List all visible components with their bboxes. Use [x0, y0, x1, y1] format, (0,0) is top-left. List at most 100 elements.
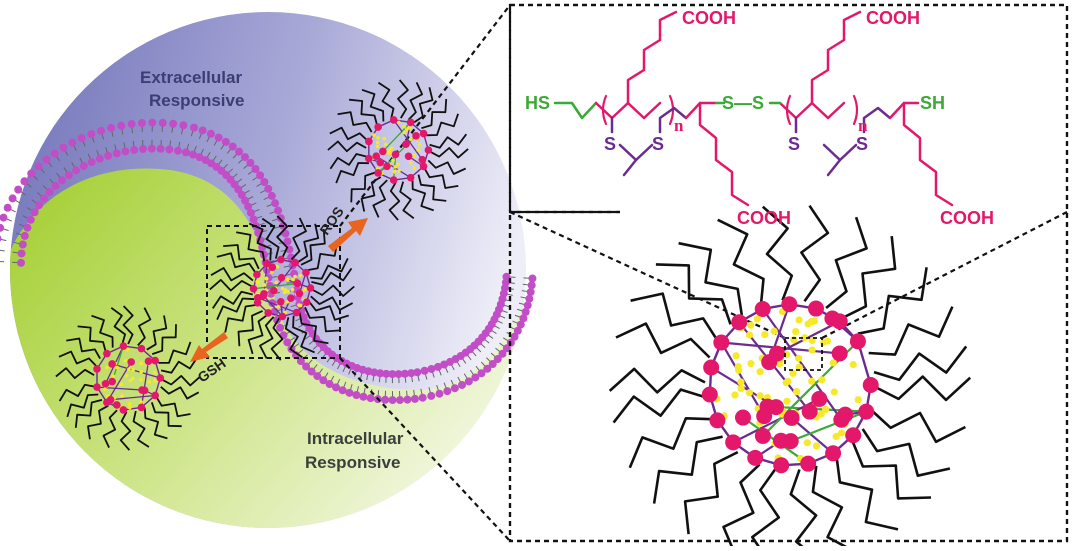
drug-dot — [731, 391, 738, 398]
carboxyl-node — [379, 148, 387, 156]
drug-dot — [382, 137, 386, 141]
drug-dot — [275, 281, 279, 285]
lipid-head — [268, 192, 276, 200]
drug-dot — [139, 370, 143, 374]
drug-dot — [115, 366, 119, 370]
lipid-head — [525, 295, 533, 303]
drug-dot — [391, 159, 395, 163]
lipid-head — [283, 338, 291, 346]
carboxyl-node — [264, 309, 272, 317]
lipid-head — [367, 394, 375, 402]
lipid-head — [241, 153, 249, 161]
carboxyl-node — [425, 146, 433, 154]
lipid-head — [20, 177, 28, 185]
lipid-head — [113, 149, 121, 157]
drug-dot — [131, 368, 135, 372]
lipid-head — [0, 214, 7, 222]
carboxyl-node — [390, 176, 398, 184]
drug-dot — [387, 149, 391, 153]
lipid-head — [222, 138, 230, 146]
carboxyl-node — [773, 457, 789, 473]
lipid-head — [0, 235, 1, 243]
carboxyl-node — [420, 163, 428, 171]
peg-chain — [630, 418, 712, 468]
peg-chain — [791, 470, 822, 547]
lipid-head — [138, 119, 146, 127]
carboxyl-node — [372, 152, 380, 160]
lipid-head — [264, 185, 272, 193]
carboxyl-node — [253, 271, 261, 279]
lipid-head — [14, 186, 22, 194]
cooh-3: COOH — [737, 208, 791, 228]
lipid-head — [235, 148, 243, 156]
carboxyl-node — [419, 156, 427, 164]
drug-dot — [131, 377, 135, 381]
lipid-head — [229, 143, 237, 151]
carboxyl-node — [392, 151, 400, 159]
carboxyl-node — [802, 404, 818, 420]
drug-dot — [402, 131, 406, 135]
drug-dot — [735, 367, 742, 374]
drug-dot — [139, 362, 143, 366]
sulfur-1: S — [604, 134, 616, 154]
drug-dot — [299, 304, 303, 308]
lipid-head — [256, 171, 264, 179]
carboxyl-node — [837, 407, 853, 423]
lipid-head — [443, 387, 451, 395]
peg-chain — [616, 324, 710, 358]
lipid-head — [97, 127, 105, 135]
drug-dot — [402, 125, 406, 129]
lipid-head — [458, 381, 466, 389]
lipid-head — [107, 124, 115, 132]
chemical-labels: COOH COOH COOH COOH HS SH S—S S S S S n … — [525, 8, 994, 228]
carboxyl-node — [278, 274, 286, 282]
sulfur-3: S — [788, 134, 800, 154]
lipid-head — [271, 199, 279, 207]
drug-dot — [293, 275, 297, 279]
lipid-head — [27, 170, 35, 178]
lipid-head — [128, 120, 136, 128]
lipid-head — [274, 207, 282, 215]
carboxyl-node — [713, 334, 729, 350]
lipid-head — [276, 324, 284, 332]
drug-dot — [372, 133, 376, 137]
carboxyl-node — [293, 309, 301, 317]
carboxyl-node — [702, 386, 718, 402]
lipid-head — [528, 281, 536, 289]
lipid-head — [148, 145, 156, 153]
drug-dot — [139, 378, 143, 382]
drug-dot — [850, 361, 857, 368]
drug-dot — [822, 406, 829, 413]
drug-dot — [793, 388, 800, 395]
drug-dot — [291, 278, 295, 282]
carboxyl-node — [755, 428, 771, 444]
carboxyl-node — [294, 280, 302, 288]
peg-chain — [724, 464, 760, 546]
lipid-head — [27, 216, 35, 224]
peg-chain — [610, 369, 705, 393]
carboxyl-node — [374, 169, 382, 177]
zoom-lines-inner — [510, 212, 1067, 338]
lipid-head — [528, 274, 536, 282]
drug-dot — [281, 287, 285, 291]
peg-chain — [826, 217, 867, 308]
drug-dot — [396, 162, 400, 166]
label-intracellular: Intracellular — [307, 429, 404, 448]
lipid-head — [148, 119, 156, 127]
carboxyl-node — [141, 387, 149, 395]
lipid-head — [21, 232, 29, 240]
carboxyl-node — [113, 401, 121, 409]
thiol-hs: HS — [525, 93, 550, 113]
drug-dot — [761, 331, 768, 338]
carboxyl-node — [279, 313, 287, 321]
carboxyl-node — [374, 123, 382, 131]
carboxyl-node — [845, 427, 861, 443]
drug-dot — [376, 136, 380, 140]
lipid-head — [78, 134, 86, 142]
lipid-head — [58, 176, 66, 184]
drug-dot — [818, 376, 825, 383]
drug-dot — [792, 328, 799, 335]
lipid-head — [435, 390, 443, 398]
carboxyl-node — [709, 412, 725, 428]
